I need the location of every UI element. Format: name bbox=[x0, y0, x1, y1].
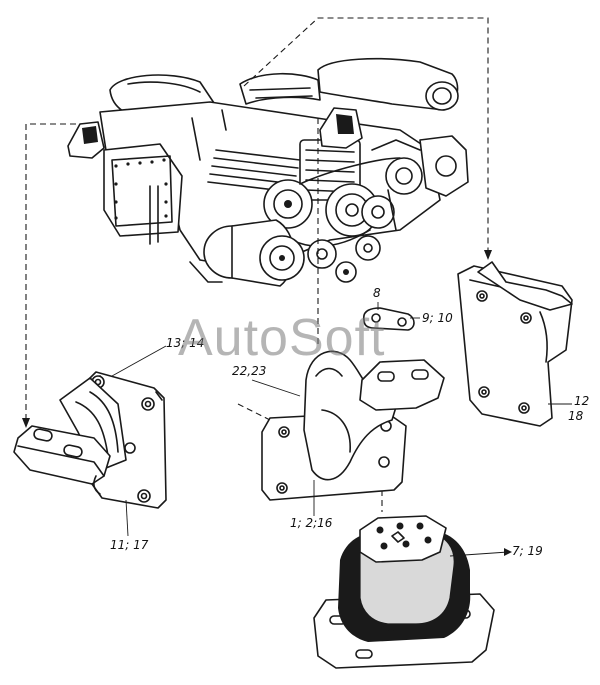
callout-7-19: 7; 19 bbox=[512, 544, 543, 558]
callout-18: 18 bbox=[568, 409, 584, 423]
callout-1-2-16: 1; 2;16 bbox=[290, 516, 333, 530]
right-bracket bbox=[457, 261, 573, 427]
center-bracket bbox=[251, 350, 445, 516]
callout-22-23: 22,23 bbox=[232, 364, 267, 378]
callout-12: 12 bbox=[574, 394, 590, 408]
callout-8: 8 bbox=[373, 286, 381, 300]
callout-13-14: 13; 14 bbox=[166, 336, 205, 350]
left-bracket bbox=[13, 345, 167, 537]
engine-assembly bbox=[67, 57, 469, 287]
callout-11-17: 11; 17 bbox=[110, 538, 149, 552]
rubber-mount bbox=[313, 515, 512, 669]
callout-9-10: 9; 10 bbox=[422, 311, 453, 325]
watermark: AutoSoft bbox=[178, 309, 386, 367]
washer-plate bbox=[362, 302, 420, 331]
